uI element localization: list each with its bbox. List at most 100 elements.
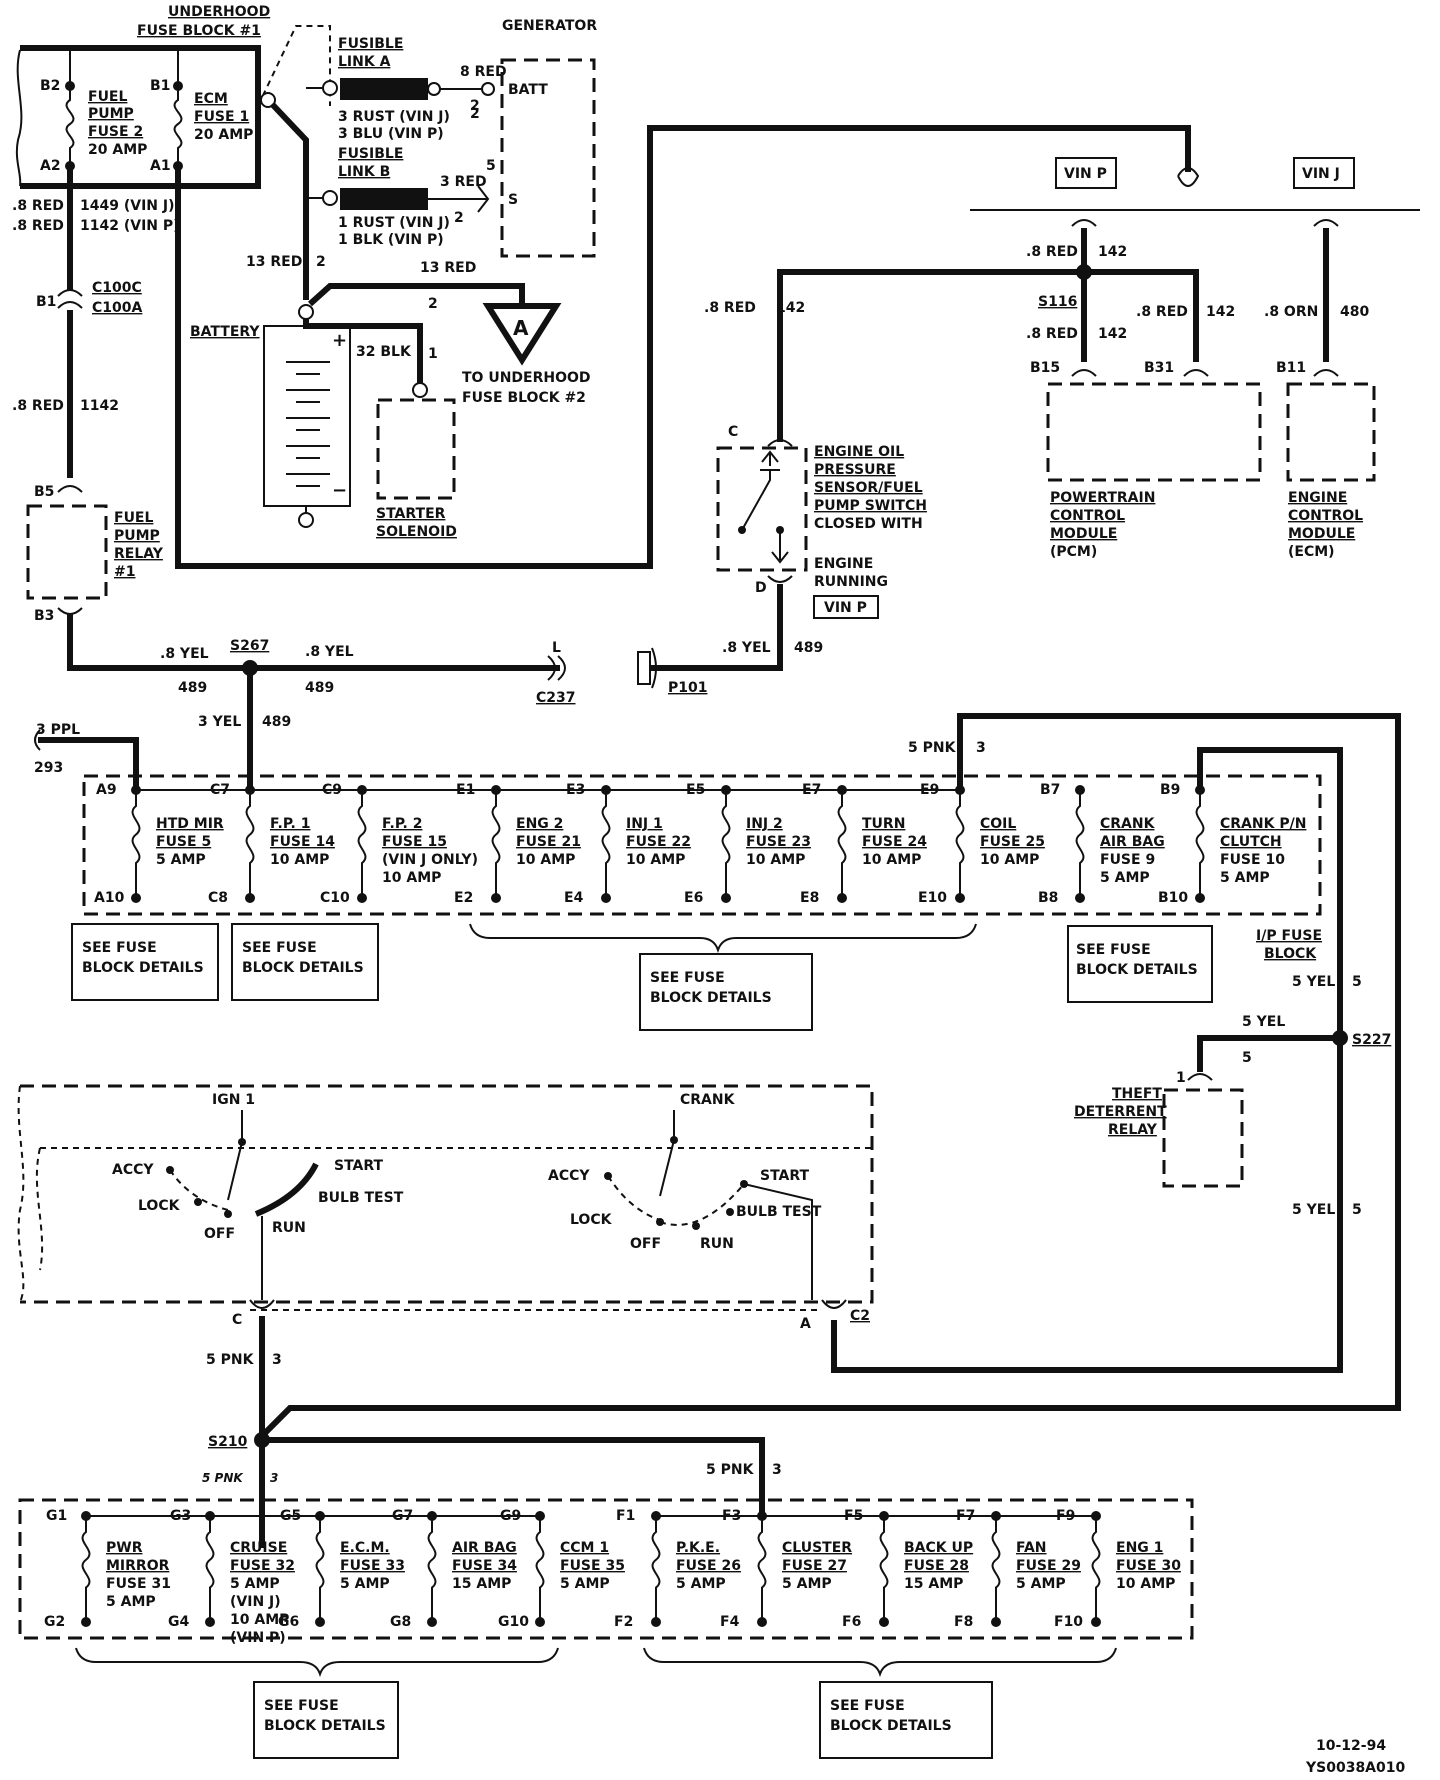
label-1: 1 [428,346,438,362]
ip-pin-bot-2: C8 [208,890,228,906]
starter-solenoid: STARTER SOLENOID [376,382,457,540]
lower-pin-top-9: F7 [956,1508,975,1524]
pcm-label-2: CONTROL [1050,508,1125,524]
underhood-wires: .8 RED 1449 (VIN J) .8 RED 1142 (VIN P) … [12,125,1191,569]
ign-pin-a: A [800,1316,811,1332]
label-142c: 142 [1098,326,1127,342]
label-489b: 489 [305,680,334,696]
generator-batt-label: BATT [508,82,548,98]
lower-name-1: PWR [106,1540,143,1556]
oil-pin-d: D [755,580,767,596]
ip-amp-6: 10 AMP [746,852,805,868]
generator-box [500,58,596,258]
lower-pin-top-1: G1 [46,1508,67,1524]
label-293: 293 [34,760,63,776]
ip-amp-8: 10 AMP [980,852,1039,868]
fuel-pump-fuse: B2 A2 FUEL PUMP FUSE 2 20 AMP [40,78,147,174]
label-blu3: 3 BLU (VIN P) [338,126,444,142]
oil-switch-box [716,446,808,572]
wire-5-yel-theft [1197,1035,1340,1072]
ip-fuse-label-5: FUSE 22 [626,834,691,850]
pin-b2-label: B2 [40,78,60,94]
wire-label-red-b: .8 RED [12,398,64,414]
ip-amp-2: 10 AMP [270,852,329,868]
lower-pin-bot-6: F2 [614,1614,633,1630]
bulb-test-label-1: BULB TEST [318,1190,404,1206]
ign1-run-start-contact [254,1162,319,1217]
vin-modules: VIN P VIN J .8 RED 142 S116 .8 RED 142 .… [970,157,1420,560]
starter-solenoid-box [376,398,456,500]
label-2d: 2 [316,254,326,270]
start-label-2: START [760,1168,810,1184]
generator-s-label: S [508,192,518,208]
fusible-link-junction [260,92,276,108]
off-label-1: OFF [204,1226,235,1242]
flb-label-2: LINK B [338,164,390,180]
label-8red: 8 RED [460,64,507,80]
oil-label-1: ENGINE OIL [814,444,904,460]
lower-name-4: AIR BAG [452,1540,517,1556]
label-142b: 142 [1098,244,1127,260]
label-3c: 3 [270,1471,278,1485]
label-5yel-b: 5 YEL [1242,1014,1285,1030]
label-5pnk-d: 5 PNK [706,1462,755,1478]
run-label-2: RUN [700,1236,734,1252]
ip-pin-top-7: E7 [802,782,821,798]
lower-pin-bot-5: G10 [498,1614,529,1630]
label-489a: 489 [178,680,207,696]
ip-fuse-label-1: FUSE 5 [156,834,211,850]
see-fuse-box-5 [253,1681,399,1759]
wire-13-red-main [269,101,309,300]
label-5pnk-b: 5 PNK [206,1352,255,1368]
oil-label-7: RUNNING [814,574,888,590]
ip-amp-3: (VIN J ONLY) [382,852,478,868]
pcm-box [1046,382,1262,482]
see-fuse-5-l1: SEE FUSE [264,1698,339,1714]
ip-fuse-label-3: FUSE 15 [382,834,447,850]
see-fuse-5-l2: BLOCK DETAILS [264,1718,386,1734]
oil-label-4: PUMP SWITCH [814,498,927,514]
label-5: 5 [486,158,496,174]
lower-fuse-label-7: FUSE 27 [782,1558,847,1574]
label-l: L [552,640,561,656]
label-3red: 3 RED [440,174,487,190]
bulb-test-label-2: BULB TEST [736,1204,822,1220]
connector-c237 [547,655,566,681]
accy-label-1: ACCY [112,1162,154,1178]
footer-code: YS0038A010 [1305,1760,1406,1776]
fla-label-2: LINK A [338,54,391,70]
lower-pin-bot-10: F10 [1054,1614,1083,1630]
lower-pin-bot-3: G6 [278,1614,299,1630]
theft-label-3: RELAY [1108,1122,1158,1138]
ip-name-8: COIL [980,816,1016,832]
oil-pin-c: C [728,424,738,440]
battery-minus: − [332,480,347,501]
wire-293-line [38,737,139,790]
lower-fuse-label-1: MIRROR [106,1558,170,1574]
lower-amp-3: 5 AMP [340,1576,390,1592]
ip-fuse-label-2: FUSE 14 [270,834,335,850]
see-fuse-3-l2: BLOCK DETAILS [650,990,772,1006]
ecm-fuse-l2: FUSE 1 [194,109,249,125]
lower-pin-top-7: F3 [722,1508,741,1524]
ecm-fuse: B1 A1 ECM FUSE 1 20 AMP [150,78,253,174]
off-label-2: OFF [630,1236,661,1252]
ign-connector-c2: C2 [850,1308,870,1324]
pcm-pin-b15: B15 [1030,360,1060,376]
underhood-fuse-block: UNDERHOOD FUSE BLOCK #1 B2 A2 FUEL PUMP … [15,4,270,189]
lower-pin-bot-4: G8 [390,1614,411,1630]
lower-brace-right [643,1647,1117,1678]
see-fuse-6-l2: BLOCK DETAILS [830,1718,952,1734]
fusible-link-enclosure [257,25,331,107]
label-480: 480 [1340,304,1369,320]
ip-pin-bot-8: E10 [918,890,947,906]
wire-142-pcm [1081,228,1199,362]
ip-fuse-label-10: CLUTCH [1220,834,1282,850]
c100a-label: C100A [92,300,142,316]
relay-pin-b5: B5 [34,484,54,500]
lock-label-1: LOCK [138,1198,181,1214]
label-red-142b: .8 RED [1026,244,1078,260]
